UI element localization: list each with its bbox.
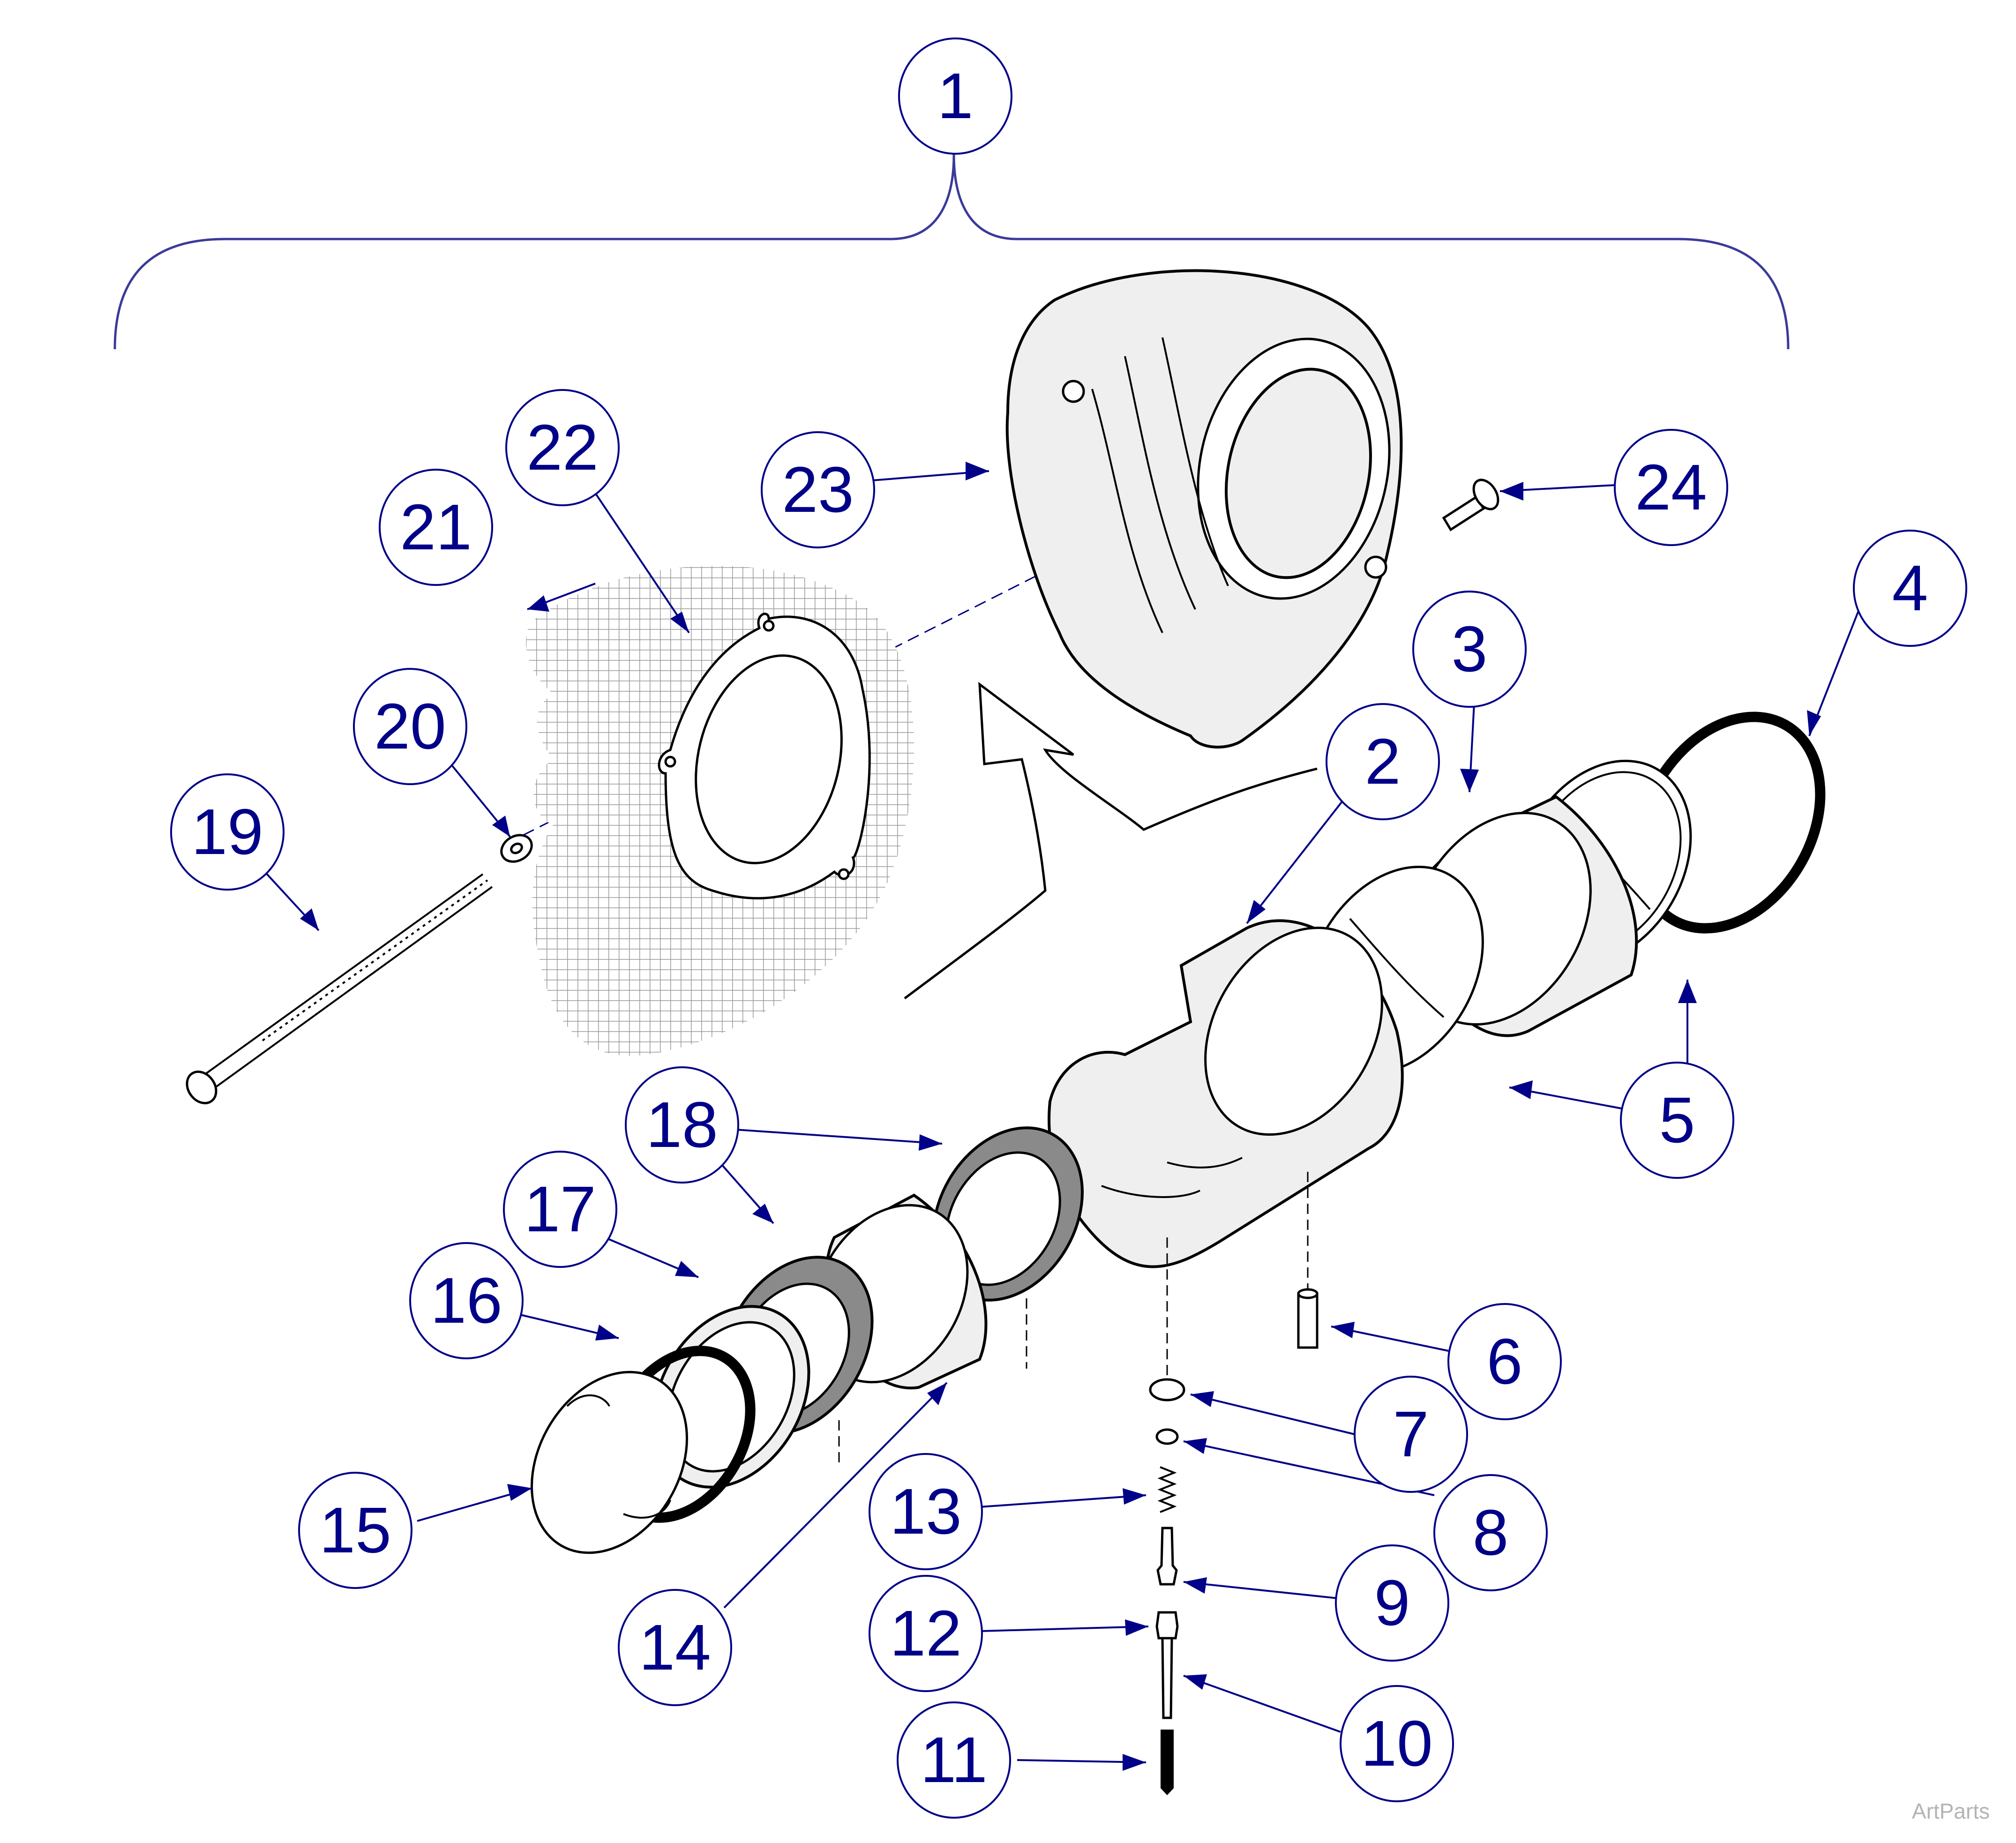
callout-13: 13 bbox=[869, 1453, 983, 1570]
watermark-text: ArtParts bbox=[1912, 1799, 1990, 1823]
svg-text:22: 22 bbox=[526, 412, 599, 484]
svg-text:2: 2 bbox=[1365, 726, 1401, 798]
svg-text:12: 12 bbox=[890, 1597, 962, 1670]
callout-12: 12 bbox=[869, 1575, 983, 1692]
end-cap-part bbox=[531, 1371, 688, 1554]
svg-text:8: 8 bbox=[1473, 1497, 1509, 1569]
svg-text:3: 3 bbox=[1452, 613, 1488, 685]
svg-text:20: 20 bbox=[374, 690, 446, 763]
svg-text:13: 13 bbox=[890, 1476, 962, 1548]
callout-18: 18 bbox=[625, 1066, 739, 1184]
svg-text:9: 9 bbox=[1374, 1567, 1410, 1639]
callout-22: 22 bbox=[505, 389, 620, 506]
callout-21: 21 bbox=[379, 469, 493, 586]
rotation-arrow bbox=[904, 682, 1318, 1000]
leader-arrowheads bbox=[300, 462, 1821, 1771]
svg-text:10: 10 bbox=[1361, 1708, 1433, 1780]
washer-large-part bbox=[1149, 1378, 1185, 1401]
callout-20: 20 bbox=[353, 668, 467, 785]
svg-text:1: 1 bbox=[937, 60, 974, 132]
diaphragm-disk-upper-part bbox=[932, 1126, 1084, 1302]
flange-ring-part bbox=[658, 613, 871, 899]
callout-16: 16 bbox=[409, 1242, 524, 1359]
svg-text:6: 6 bbox=[1487, 1326, 1523, 1398]
callout-17: 17 bbox=[503, 1151, 617, 1268]
mounting-housing-part bbox=[1005, 269, 1403, 749]
svg-text:24: 24 bbox=[1635, 451, 1707, 524]
callout-5: 5 bbox=[1620, 1062, 1734, 1179]
callout-2: 2 bbox=[1326, 703, 1440, 820]
callout-6: 6 bbox=[1447, 1303, 1562, 1420]
leader-lines bbox=[264, 470, 1866, 1763]
callout-4: 4 bbox=[1853, 530, 1967, 647]
svg-text:19: 19 bbox=[191, 796, 263, 868]
washer-part bbox=[500, 834, 533, 863]
callout-1: 1 bbox=[898, 37, 1012, 155]
svg-text:4: 4 bbox=[1892, 552, 1928, 624]
callout-23: 23 bbox=[761, 431, 875, 548]
callout-11: 11 bbox=[897, 1701, 1011, 1819]
callout-24: 24 bbox=[1614, 429, 1728, 546]
svg-text:16: 16 bbox=[430, 1265, 502, 1337]
svg-text:17: 17 bbox=[524, 1173, 596, 1245]
callout-3: 3 bbox=[1412, 591, 1527, 708]
callout-7: 7 bbox=[1354, 1376, 1468, 1493]
svg-text:18: 18 bbox=[646, 1089, 718, 1161]
svg-text:14: 14 bbox=[639, 1611, 711, 1684]
main-body-part bbox=[1048, 919, 1404, 1268]
spring-part bbox=[1157, 1466, 1177, 1513]
svg-text:23: 23 bbox=[782, 454, 854, 526]
svg-text:15: 15 bbox=[319, 1494, 391, 1566]
svg-text:11: 11 bbox=[920, 1724, 987, 1796]
callout-8: 8 bbox=[1433, 1474, 1548, 1591]
svg-text:21: 21 bbox=[400, 491, 472, 563]
svg-text:7: 7 bbox=[1393, 1398, 1429, 1470]
callout-15: 15 bbox=[298, 1472, 412, 1589]
set-screw-part bbox=[1161, 1730, 1174, 1795]
callout-10: 10 bbox=[1340, 1685, 1454, 1802]
pin-part bbox=[1297, 1288, 1319, 1349]
callout-19: 19 bbox=[170, 773, 285, 891]
callout-14: 14 bbox=[618, 1589, 732, 1706]
assembly-brace bbox=[113, 154, 1790, 350]
long-screw-part bbox=[186, 873, 493, 1104]
rod-part bbox=[1161, 1637, 1173, 1719]
washer-small-part bbox=[1155, 1428, 1179, 1445]
hex-nut-part bbox=[1155, 1611, 1179, 1640]
small-screw-part bbox=[1442, 479, 1499, 532]
svg-text:5: 5 bbox=[1659, 1084, 1695, 1156]
valve-stem-part bbox=[1156, 1527, 1178, 1586]
callout-9: 9 bbox=[1335, 1544, 1449, 1662]
